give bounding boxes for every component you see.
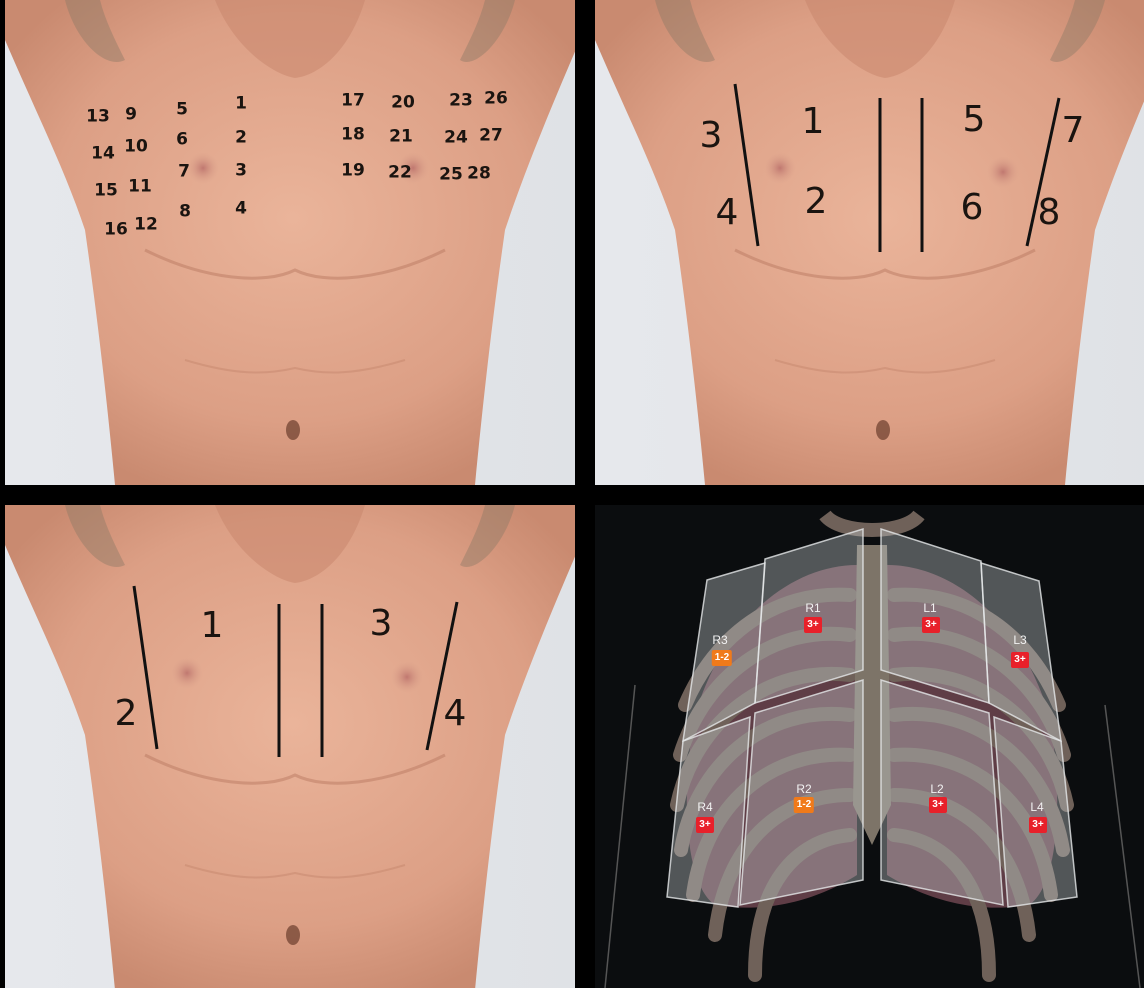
point-27: 27	[479, 128, 503, 145]
zone-label-3: 3	[700, 118, 723, 154]
zone-title-R2: R2	[796, 783, 811, 795]
zone-label-4: 4	[716, 195, 739, 231]
rib-cage-illustration	[595, 505, 1144, 988]
point-26: 26	[484, 91, 508, 108]
zone-label-8: 8	[1038, 195, 1061, 231]
zone-title-L2: L2	[930, 783, 943, 795]
point-15: 15	[94, 183, 118, 200]
torso-photo	[595, 0, 1144, 485]
panel-28-points: 1 2 3 4 5 6 7 8 9 10 11 12 13 14 15 16 1…	[5, 0, 575, 485]
grade-badge-R4: 3+	[696, 817, 714, 833]
point-18: 18	[341, 127, 365, 144]
point-12: 12	[134, 217, 158, 234]
point-22: 22	[388, 165, 412, 182]
panel-8-zones: 1 2 3 4 5 6 7 8	[595, 0, 1144, 485]
zone-label-2: 2	[805, 184, 828, 220]
point-17: 17	[341, 93, 365, 110]
point-20: 20	[391, 95, 415, 112]
grade-badge-R2: 1-2	[794, 797, 814, 813]
point-1: 1	[235, 96, 247, 113]
grade-badge-L2: 3+	[929, 797, 947, 813]
point-14: 14	[91, 146, 115, 163]
zone-title-R3: R3	[712, 634, 727, 646]
zone-title-L1: L1	[923, 602, 936, 614]
point-5: 5	[176, 102, 188, 119]
point-19: 19	[341, 163, 365, 180]
point-28: 28	[467, 166, 491, 183]
grade-badge-L3: 3+	[1011, 652, 1029, 668]
point-16: 16	[104, 222, 128, 239]
zone-label-1: 1	[802, 104, 825, 140]
zone-title-L3: L3	[1013, 634, 1026, 646]
point-6: 6	[176, 132, 188, 149]
point-9: 9	[125, 107, 137, 124]
point-13: 13	[86, 109, 110, 126]
zone-label-4: 4	[444, 696, 467, 732]
grade-badge-L1: 3+	[922, 617, 940, 633]
point-25: 25	[439, 167, 463, 184]
grade-badge-R3: 1-2	[712, 650, 732, 666]
panel-rib-cage-zones: R1 3+ R2 1-2 R3 1-2 R4 3+ L1 3+ L2 3+ L3…	[595, 505, 1144, 988]
point-24: 24	[444, 130, 468, 147]
point-7: 7	[178, 164, 190, 181]
point-11: 11	[128, 179, 152, 196]
point-10: 10	[124, 139, 148, 156]
zone-label-5: 5	[963, 102, 986, 138]
zone-title-R4: R4	[697, 801, 712, 813]
point-4: 4	[235, 201, 247, 218]
point-2: 2	[235, 130, 247, 147]
grade-badge-R1: 3+	[804, 617, 822, 633]
zone-label-3: 3	[370, 606, 393, 642]
point-8: 8	[179, 204, 191, 221]
point-3: 3	[235, 163, 247, 180]
zone-title-R1: R1	[805, 602, 820, 614]
zone-label-1: 1	[201, 608, 224, 644]
panel-4-zones: 1 2 3 4	[5, 505, 575, 988]
torso-photo	[5, 0, 575, 485]
zone-label-2: 2	[115, 696, 138, 732]
torso-photo	[5, 505, 575, 988]
zone-label-6: 6	[961, 190, 984, 226]
zone-title-L4: L4	[1030, 801, 1043, 813]
grade-badge-L4: 3+	[1029, 817, 1047, 833]
zone-label-7: 7	[1062, 113, 1085, 149]
point-23: 23	[449, 93, 473, 110]
point-21: 21	[389, 129, 413, 146]
